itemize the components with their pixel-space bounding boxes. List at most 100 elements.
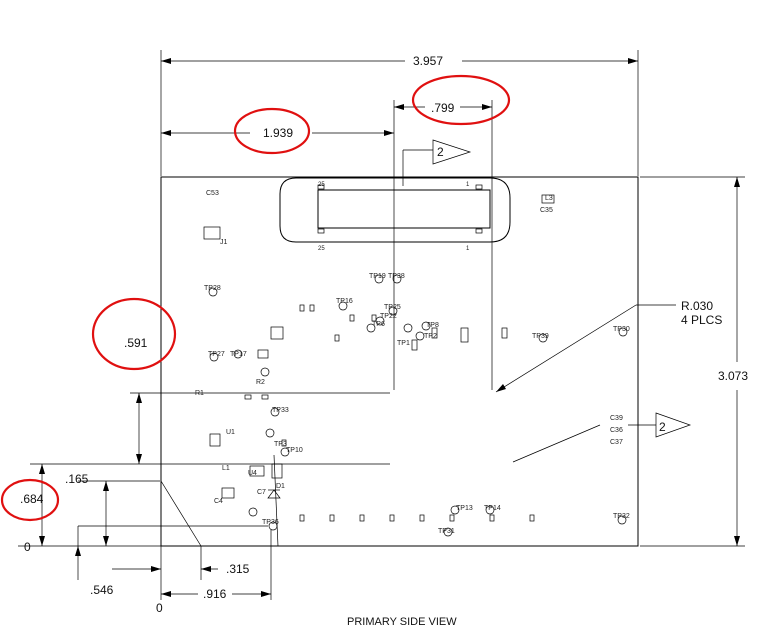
component-label: L1 [222,465,230,472]
test-point-circles [208,274,628,537]
dim-overall-height: 3.073 [718,369,748,383]
flag-leader [512,424,601,463]
flag-triangle-top [432,139,472,165]
dim-591: .591 [124,336,148,350]
markup-circle-799 [411,74,511,126]
radius-leader [495,304,637,393]
component-label: C53 [206,190,219,197]
connector-tab [475,228,483,234]
flag-number-top: 2 [437,145,444,159]
tp-label: TP19 [369,273,386,280]
tp-label: TP39 [532,333,549,340]
board-outline [160,176,639,547]
flag-number-right: 2 [659,420,666,434]
component-label: J1 [220,239,228,246]
arrow-head [103,481,109,491]
component-label: C39 [610,415,623,422]
dim-916: .916 [203,587,227,601]
component-footprints [203,194,555,522]
tp-label: TP31 [438,528,455,535]
tp-label: TP32 [613,513,630,520]
dim-799: .799 [431,101,455,115]
connector-tab [317,184,325,190]
tp-label: TP38 [388,273,405,280]
component-label: R2 [256,379,265,386]
tp-label: TP33 [272,407,289,414]
pin-label-top-left: 25 [318,182,325,188]
pin-label-bottom-right: 1 [466,246,470,252]
component-label: L3 [545,195,553,202]
dim-315: .315 [226,562,250,576]
arrow-head [201,566,211,572]
markup-circle-1939 [233,107,311,155]
tp-label: TP10 [286,447,303,454]
tp-label: TP25 [384,304,401,311]
zero-y-label: 0 [24,540,31,554]
component-label: C4 [214,498,223,505]
tp-label: TP1 [397,340,410,347]
arrow-head [496,384,506,392]
arrow-head [103,536,109,546]
tp-label: TP14 [484,505,501,512]
zero-x-label: 0 [156,601,163,615]
tp-label: TP13 [456,505,473,512]
tp-label: TP2 [424,333,437,340]
arrow-head [482,104,492,110]
tp-label: TP6 [372,321,385,328]
component-label: C7 [257,489,266,496]
component-labels: C53 C35 J1 L3 C39 C36 C37 U1 U4 C4 C7 D1… [195,190,623,505]
dim-684: .684 [20,492,44,506]
arrow-head [151,566,161,572]
connector-tab [317,228,325,234]
arrow-head [39,464,45,474]
tp-label: TP8 [426,322,439,329]
arrow-head [384,130,394,136]
arrow-head [734,536,740,546]
part-line [273,454,279,547]
pin-label-top-right: 1 [466,182,470,188]
connector-outline [279,177,511,243]
radius-note: R.030 [681,299,713,313]
arrow-head [39,536,45,546]
arrow-head [628,58,638,64]
component-label: C35 [540,207,553,214]
arrow-head [136,454,142,464]
tp-label: TP28 [204,285,221,292]
component-label: C37 [610,439,623,446]
arrow-head [161,58,171,64]
connector-tab [475,184,483,190]
arrow-head [394,104,404,110]
tp-label: TP30 [613,326,630,333]
dim-546: .546 [90,583,114,597]
arrow-head [136,393,142,403]
markup-circle-591 [91,297,177,371]
dim-165: .165 [65,472,89,486]
arrow-head [734,177,740,187]
leader-line [160,480,202,547]
flag-triangle-right [655,412,692,438]
radius-count: 4 PLCS [681,313,722,327]
arrow-head [161,591,171,597]
pin-label-bottom-left: 25 [318,246,325,252]
arrow-head [75,546,81,556]
component-label: R1 [195,390,204,397]
markup-circle-684 [0,478,60,522]
arrow-head [261,591,271,597]
connector-body [317,189,491,229]
component-label: D1 [276,483,285,490]
dim-overall-width: 3.957 [413,54,443,68]
arrow-head [161,130,171,136]
test-point-labels: TP28 TP19 TP38 TP16 TP25 TP22 TP6 TP8 TP… [204,273,630,535]
tp-label: TP22 [380,313,397,320]
tp-label: TP36 [262,519,279,526]
tp-label: TP3 [274,441,287,448]
tp-label: TP27 [208,351,225,358]
component-label: C36 [610,427,623,434]
component-label: U1 [226,429,235,436]
view-title: PRIMARY SIDE VIEW [347,616,457,628]
tp-label: TP17 [230,351,247,358]
tp-label: TP16 [336,298,353,305]
dim-1939: 1.939 [263,126,293,140]
